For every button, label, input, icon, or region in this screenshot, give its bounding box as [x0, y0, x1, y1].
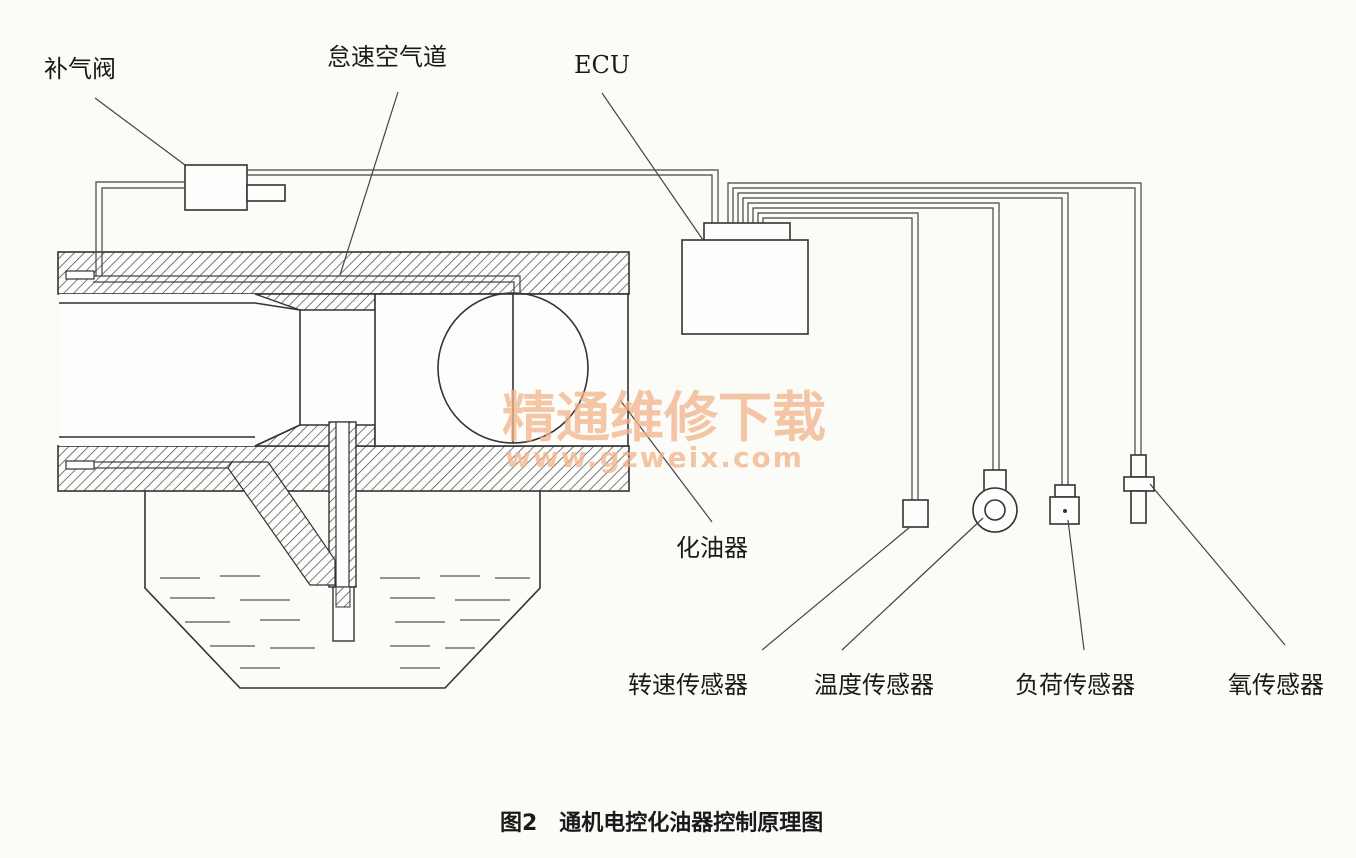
- load-sensor-icon: [1049, 484, 1080, 525]
- label-idle-air-passage: 怠速空气道: [327, 43, 447, 71]
- label-carburetor: 化油器: [676, 534, 748, 562]
- label-air-valve: 补气阀: [44, 55, 116, 83]
- speed-sensor-icon: [902, 499, 929, 528]
- oxygen-sensor-icon: [1123, 454, 1155, 524]
- leader-lines: [94, 91, 1286, 651]
- temp-sensor-icon: [972, 469, 1018, 533]
- figure-caption: 图2 通机电控化油器控制原理图: [500, 810, 823, 836]
- watermark-title: 精通维修下载: [502, 386, 826, 449]
- float-bowl: [144, 491, 541, 689]
- label-speed-sensor: 转速传感器: [628, 671, 748, 699]
- label-load-sensor: 负荷传感器: [1015, 671, 1135, 699]
- label-ecu: ECU: [574, 51, 630, 79]
- watermark-url: www.gzweix.com: [505, 441, 804, 474]
- label-oxygen-sensor: 氧传感器: [1228, 671, 1324, 699]
- label-temp-sensor: 温度传感器: [814, 671, 934, 699]
- main-jet-tube: [227, 421, 357, 642]
- ecu-unit: [681, 182, 1142, 500]
- air-valve: [95, 164, 719, 276]
